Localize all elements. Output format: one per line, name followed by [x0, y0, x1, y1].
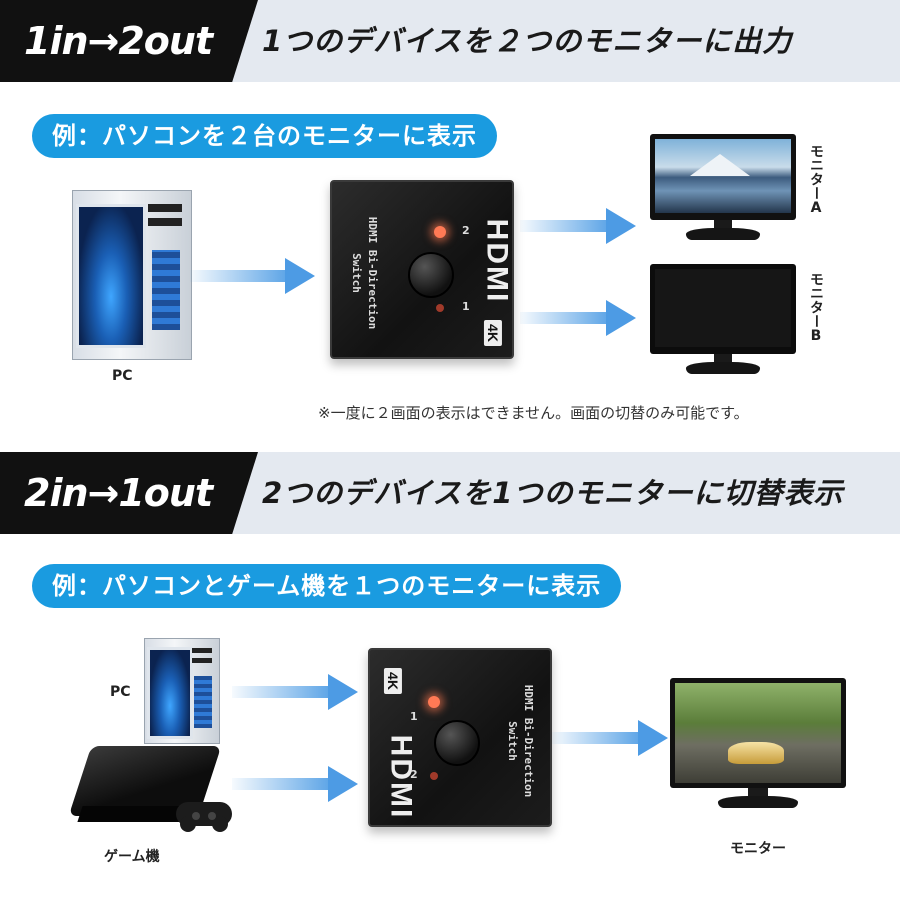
monitor-a-icon	[650, 134, 796, 242]
switch-port1-label: 1	[462, 300, 470, 313]
switch-port1-label: 1	[410, 710, 418, 723]
switch-line1: HDMI Bi-Direction	[366, 216, 379, 330]
section1-example-pill: 例：パソコンを２台のモニターに表示	[32, 114, 497, 158]
monitor-a-label: モニターA	[808, 144, 824, 216]
section2-header-label-bg	[0, 452, 258, 534]
pc-tower-icon	[72, 190, 192, 360]
arrow-right-icon	[520, 300, 636, 336]
section2-console-label: ゲーム機	[104, 849, 160, 865]
section2-pc-label: PC	[110, 684, 131, 700]
arrow-right-icon	[232, 766, 358, 802]
arrow-right-icon	[232, 674, 358, 710]
switch-line2: Switch	[506, 721, 519, 761]
led-port2-icon	[430, 772, 438, 780]
section1-header-label: 1in→2out	[24, 19, 213, 63]
led-port2-icon	[434, 226, 446, 238]
switch-button	[434, 720, 480, 766]
monitor-b-label: モニターB	[808, 272, 824, 344]
switch-line2: Switch	[350, 253, 363, 293]
monitor-icon	[670, 678, 846, 812]
section2-header-label: 2in→1out	[24, 471, 213, 515]
arrow-right-icon	[552, 720, 668, 756]
section2-example-pill: 例：パソコンとゲーム機を１つのモニターに表示	[32, 564, 622, 608]
section2-monitor-label: モニター	[730, 841, 786, 857]
monitor-b-icon	[650, 264, 796, 376]
led-port1-icon	[436, 304, 444, 312]
pc-tower-icon	[144, 638, 220, 744]
arrow-right-icon	[520, 208, 636, 244]
switch-line1: HDMI Bi-Direction	[522, 684, 535, 798]
section1-note: ※一度に２画面の表示はできません。画面の切替のみ可能です。	[318, 404, 749, 422]
switch-button	[408, 252, 454, 298]
hdmi-switch-icon: 4K HDMI 1 2 HDMI Bi-Direction Switch	[368, 648, 552, 827]
arrow-right-icon	[190, 258, 315, 294]
switch-port2-label: 2	[410, 768, 418, 781]
hdmi-logo: HDMI	[480, 218, 514, 304]
section1-header-label-bg	[0, 0, 258, 82]
led-port1-icon	[428, 696, 440, 708]
4k-badge: 4K	[383, 668, 402, 694]
section1-header-title: 1つのデバイスを２つのモニターに出力	[262, 24, 793, 58]
hdmi-switch-icon: HDMI Bi-Direction Switch 2 1 HDMI 4K	[330, 180, 514, 359]
section2-header-title: 2つのデバイスを1つのモニターに切替表示	[262, 476, 844, 510]
section1-pc-label: PC	[112, 368, 133, 384]
switch-port2-label: 2	[462, 224, 470, 237]
controller-icon	[176, 798, 232, 832]
4k-badge: 4K	[483, 320, 502, 346]
